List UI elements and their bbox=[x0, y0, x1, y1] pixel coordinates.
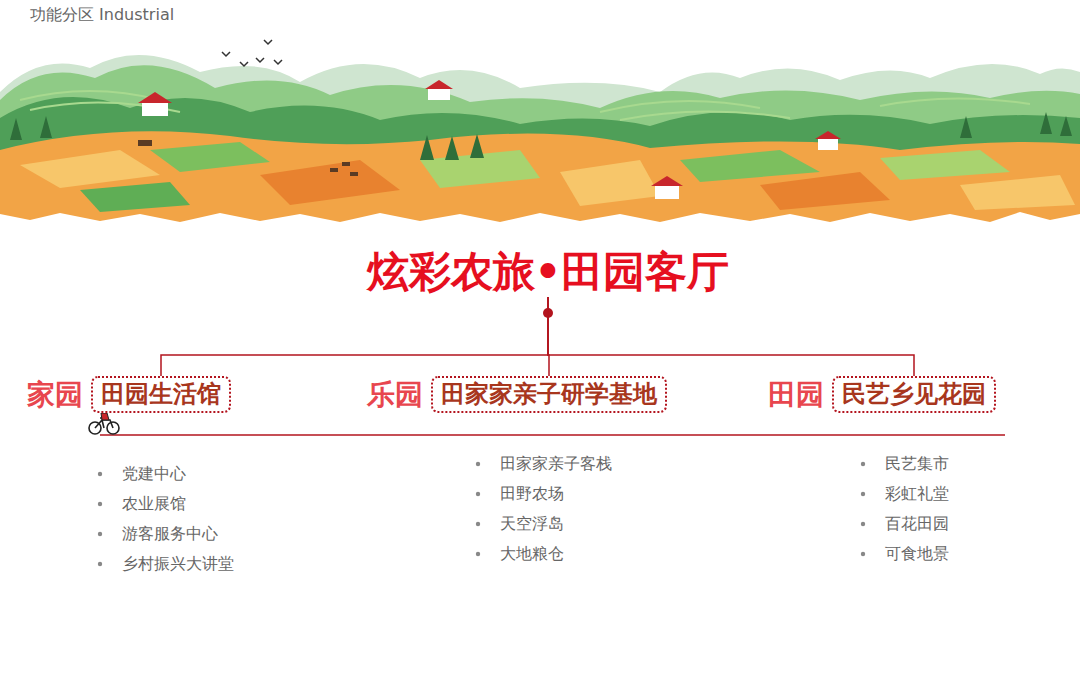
house-roof bbox=[138, 92, 172, 103]
landscape-illustration bbox=[0, 0, 1080, 232]
field-band bbox=[0, 131, 1080, 222]
birds bbox=[222, 40, 282, 66]
tree-connector bbox=[548, 297, 914, 376]
field-patch bbox=[560, 160, 660, 206]
list-item-box: 乡村振兴大讲堂 bbox=[122, 554, 234, 574]
base-line bbox=[100, 434, 1005, 436]
field-patch bbox=[150, 142, 270, 172]
list-item: 田家家亲子客栈 bbox=[500, 454, 612, 473]
zone-heading: 家园 bbox=[27, 376, 83, 413]
bullet-dot bbox=[476, 462, 480, 466]
bullet-dot bbox=[476, 522, 480, 526]
tree-connector bbox=[161, 297, 548, 376]
terrace-lines bbox=[20, 91, 1030, 120]
field-patch bbox=[260, 160, 400, 205]
list-item: 乡村振兴大讲堂 bbox=[122, 554, 234, 573]
list-item-box: 田野农场 bbox=[500, 484, 564, 504]
field-patch bbox=[80, 182, 190, 212]
zone-box: 田家家亲子研学基地 bbox=[431, 376, 667, 413]
field-patch bbox=[680, 150, 820, 182]
list-item-box: 大地粮仓 bbox=[500, 544, 564, 564]
list-item-box: 可食地景 bbox=[885, 544, 949, 564]
field-patch bbox=[880, 150, 1010, 180]
list-item: 天空浮岛 bbox=[500, 514, 564, 533]
rider-body bbox=[101, 413, 109, 420]
house-wall bbox=[428, 88, 450, 100]
field-patch bbox=[960, 175, 1075, 210]
list-item: 百花田园 bbox=[885, 514, 949, 533]
house-roof bbox=[815, 131, 841, 139]
house-wall bbox=[818, 138, 838, 150]
list-item-box: 彩虹礼堂 bbox=[885, 484, 949, 504]
zone-heading: 乐园 bbox=[367, 376, 423, 413]
trees bbox=[10, 112, 1072, 160]
house-roof bbox=[651, 176, 683, 186]
list-item: 农业展馆 bbox=[122, 494, 186, 513]
bullet-dot bbox=[861, 462, 865, 466]
list-item-box: 百花田园 bbox=[885, 514, 949, 534]
bullet-dot bbox=[98, 502, 102, 506]
section-label-box: 功能分区 Industrial bbox=[30, 5, 174, 25]
title-node: 炫彩农旅•田园客厅 bbox=[367, 247, 730, 297]
list-item: 彩虹礼堂 bbox=[885, 484, 949, 503]
bullet-dot bbox=[476, 552, 480, 556]
animals bbox=[138, 140, 358, 176]
list-item: 党建中心 bbox=[122, 464, 186, 483]
list-item: 大地粮仓 bbox=[500, 544, 564, 563]
zone-heading: 田园 bbox=[768, 376, 824, 413]
bullet-dot bbox=[861, 522, 865, 526]
list-item: 可食地景 bbox=[885, 544, 949, 563]
house-wall bbox=[655, 185, 679, 199]
zone-node: 田园民艺乡见花园 bbox=[768, 376, 996, 413]
list-item: 田野农场 bbox=[500, 484, 564, 503]
house-wall bbox=[142, 102, 168, 116]
list-item-box: 田家家亲子客栈 bbox=[500, 454, 612, 474]
bullet-dot bbox=[98, 472, 102, 476]
list-item-box: 农业展馆 bbox=[122, 494, 186, 514]
field-patch bbox=[20, 150, 160, 188]
zone-node: 家园田园生活馆 bbox=[27, 376, 231, 413]
bullet-dot bbox=[861, 492, 865, 496]
section-label: 功能分区 Industrial bbox=[30, 5, 174, 24]
list-item-box: 天空浮岛 bbox=[500, 514, 564, 534]
field-patch bbox=[760, 172, 890, 210]
list-item: 民艺集市 bbox=[885, 454, 949, 473]
bullet-dot bbox=[476, 492, 480, 496]
list-item-box: 民艺集市 bbox=[885, 454, 949, 474]
list-item-box: 游客服务中心 bbox=[122, 524, 218, 544]
bullet-dot bbox=[861, 552, 865, 556]
bullet-dot bbox=[98, 532, 102, 536]
zone-node: 乐园田家家亲子研学基地 bbox=[367, 376, 667, 413]
zone-box: 民艺乡见花园 bbox=[832, 376, 996, 413]
title-text: 炫彩农旅•田园客厅 bbox=[367, 247, 730, 297]
zone-box: 田园生活馆 bbox=[91, 376, 231, 413]
list-item-box: 党建中心 bbox=[122, 464, 186, 484]
house-roof bbox=[425, 80, 453, 89]
bullet-dot bbox=[98, 562, 102, 566]
list-item: 游客服务中心 bbox=[122, 524, 218, 543]
